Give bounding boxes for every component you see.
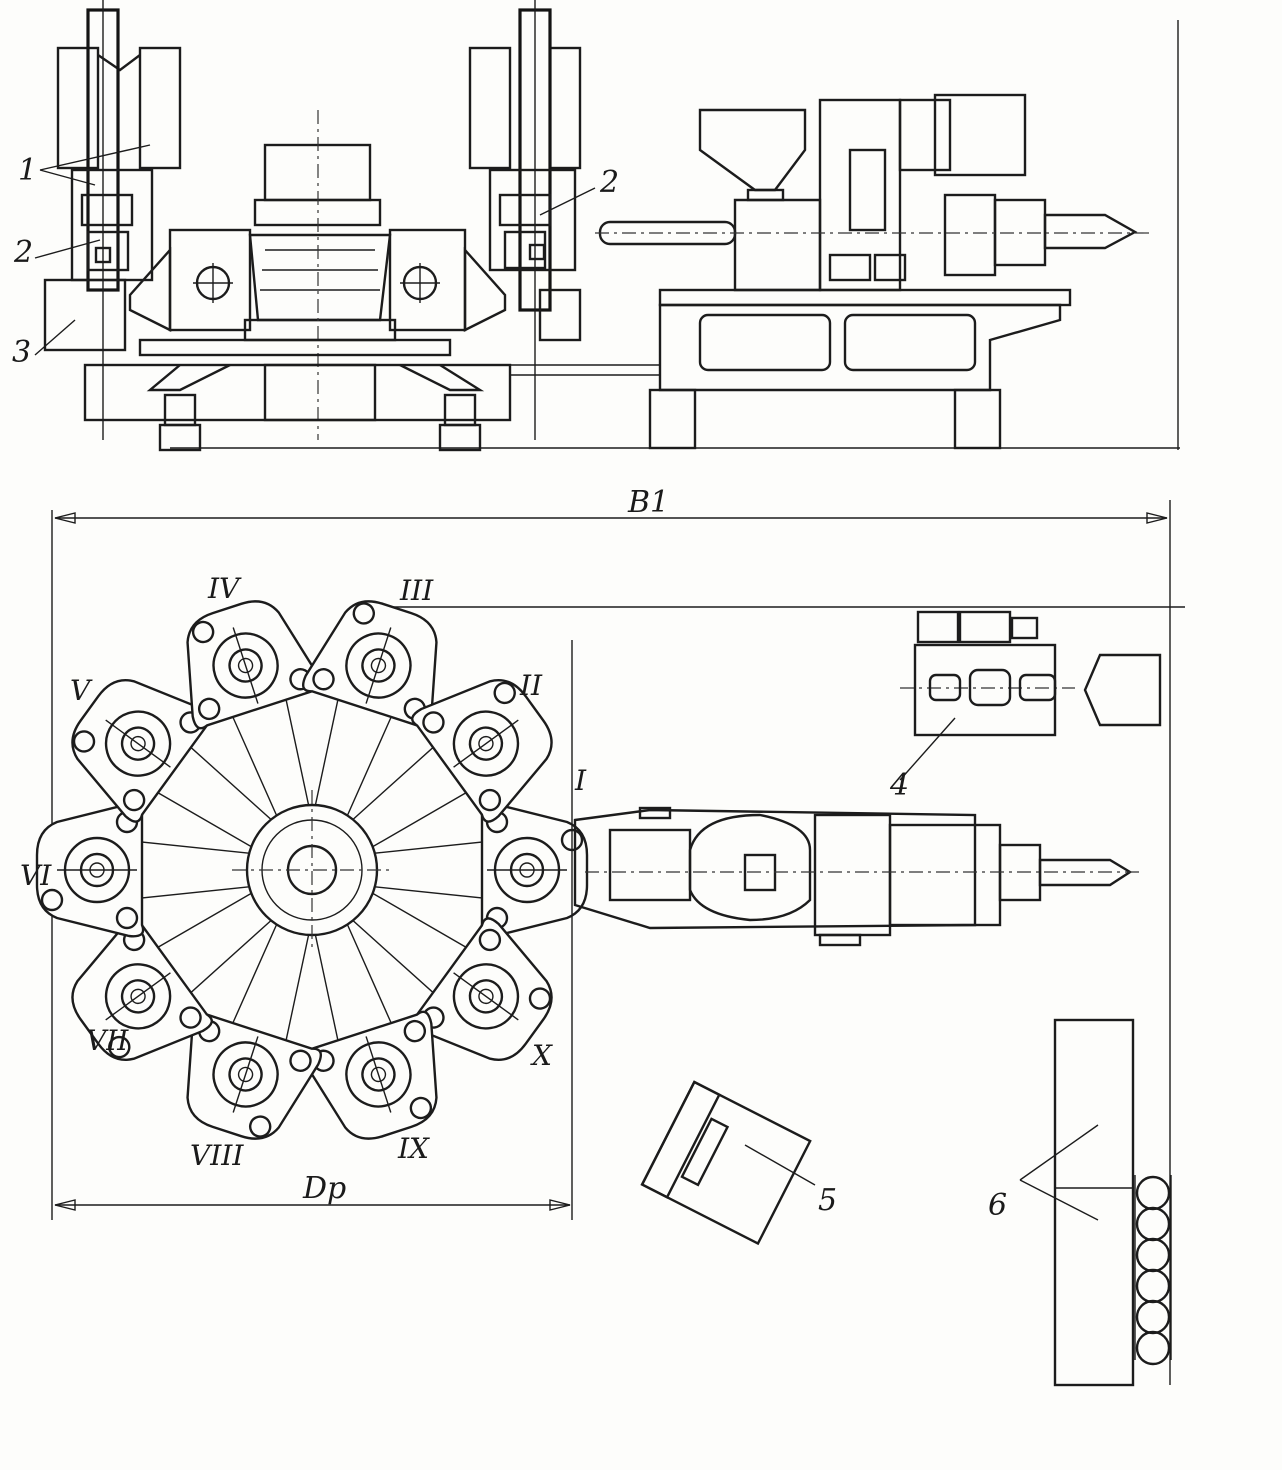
overall-width-label: B1 bbox=[627, 485, 669, 520]
station-labels: I II III IV V VI VII VIII IX X bbox=[20, 572, 587, 1172]
station-bolt bbox=[312, 668, 335, 691]
station-arm bbox=[366, 841, 483, 899]
roller bbox=[1135, 1175, 1171, 1211]
station-axis bbox=[453, 719, 519, 768]
station-label-2: II bbox=[519, 669, 543, 702]
roller bbox=[1135, 1237, 1171, 1273]
station-axis bbox=[365, 1036, 392, 1113]
injection-unit-plan bbox=[573, 806, 1140, 947]
callout-4-label: 4 bbox=[889, 768, 909, 803]
side-callouts: 1 2 2 3 bbox=[12, 144, 619, 370]
side-view: 1 2 2 3 bbox=[12, 0, 1180, 452]
rotor-diameter-dimension: Dp bbox=[54, 640, 573, 1220]
station-label-8: VIII bbox=[190, 1139, 244, 1172]
station-axis bbox=[232, 1036, 259, 1113]
left-press-column bbox=[43, 0, 182, 440]
station-bolt bbox=[528, 987, 552, 1010]
station-axis bbox=[365, 627, 392, 704]
callout-6-label: 6 bbox=[988, 1188, 1007, 1223]
station-bolt bbox=[197, 697, 221, 721]
machine-base bbox=[83, 338, 660, 452]
station-bolt bbox=[493, 681, 516, 705]
station-head bbox=[411, 679, 553, 823]
station-bolt bbox=[115, 906, 139, 930]
station-bolt bbox=[289, 1049, 312, 1072]
roller-stack bbox=[1134, 1175, 1172, 1366]
station-label-3: III bbox=[399, 574, 434, 607]
unit-5: 5 bbox=[640, 1080, 837, 1246]
station-label-9: IX bbox=[397, 1132, 430, 1165]
roller bbox=[1135, 1206, 1171, 1242]
roller bbox=[1135, 1299, 1171, 1335]
station-bolt bbox=[191, 620, 215, 644]
station-bolt bbox=[40, 888, 64, 912]
station-label-7: VII bbox=[86, 1024, 129, 1057]
station-label-6: VI bbox=[20, 859, 52, 892]
rotor-diameter-label: Dp bbox=[302, 1171, 346, 1206]
callout-5-label: 5 bbox=[818, 1183, 837, 1218]
callout-3-label: 3 bbox=[12, 335, 31, 370]
station-1 bbox=[366, 802, 589, 938]
station-2 bbox=[346, 888, 553, 1061]
right-press-column bbox=[468, 0, 582, 440]
unit-6: 6 bbox=[988, 1018, 1172, 1387]
station-bolt bbox=[108, 1035, 131, 1059]
callout-1-label: 1 bbox=[18, 153, 37, 188]
injection-unit-side bbox=[595, 93, 1150, 450]
rotor-plan bbox=[35, 600, 589, 1140]
station-bolt bbox=[179, 1006, 202, 1029]
station-label-1: I bbox=[574, 764, 587, 797]
station-bolt bbox=[478, 928, 502, 952]
station-bolt bbox=[72, 730, 96, 753]
roller bbox=[1135, 1268, 1171, 1304]
station-axis bbox=[105, 972, 171, 1021]
station-3 bbox=[301, 916, 438, 1140]
station-axis bbox=[453, 972, 519, 1021]
overall-width-dimension: B1 bbox=[51, 485, 1171, 1385]
station-bolt bbox=[478, 788, 502, 812]
station-bolt bbox=[248, 1115, 272, 1138]
station-bolt bbox=[403, 1019, 427, 1043]
station-8 bbox=[186, 600, 323, 824]
plan-view: B1 Dp bbox=[20, 485, 1185, 1387]
callout-2-right-label: 2 bbox=[599, 165, 619, 200]
station-axis bbox=[105, 719, 171, 768]
callout-2-left-label: 2 bbox=[13, 235, 33, 270]
roller bbox=[1135, 1330, 1171, 1366]
station-bolt bbox=[422, 711, 445, 734]
unit-4: 4 bbox=[889, 610, 1162, 803]
rotor-side bbox=[128, 110, 507, 440]
station-bolt bbox=[409, 1096, 433, 1120]
station-axis bbox=[232, 627, 259, 704]
station-label-4: IV bbox=[207, 572, 242, 605]
station-bolt bbox=[352, 602, 376, 625]
station-6 bbox=[35, 802, 258, 938]
station-bolt bbox=[122, 788, 146, 812]
station-label-5: V bbox=[70, 674, 93, 707]
station-label-10: X bbox=[530, 1039, 553, 1072]
